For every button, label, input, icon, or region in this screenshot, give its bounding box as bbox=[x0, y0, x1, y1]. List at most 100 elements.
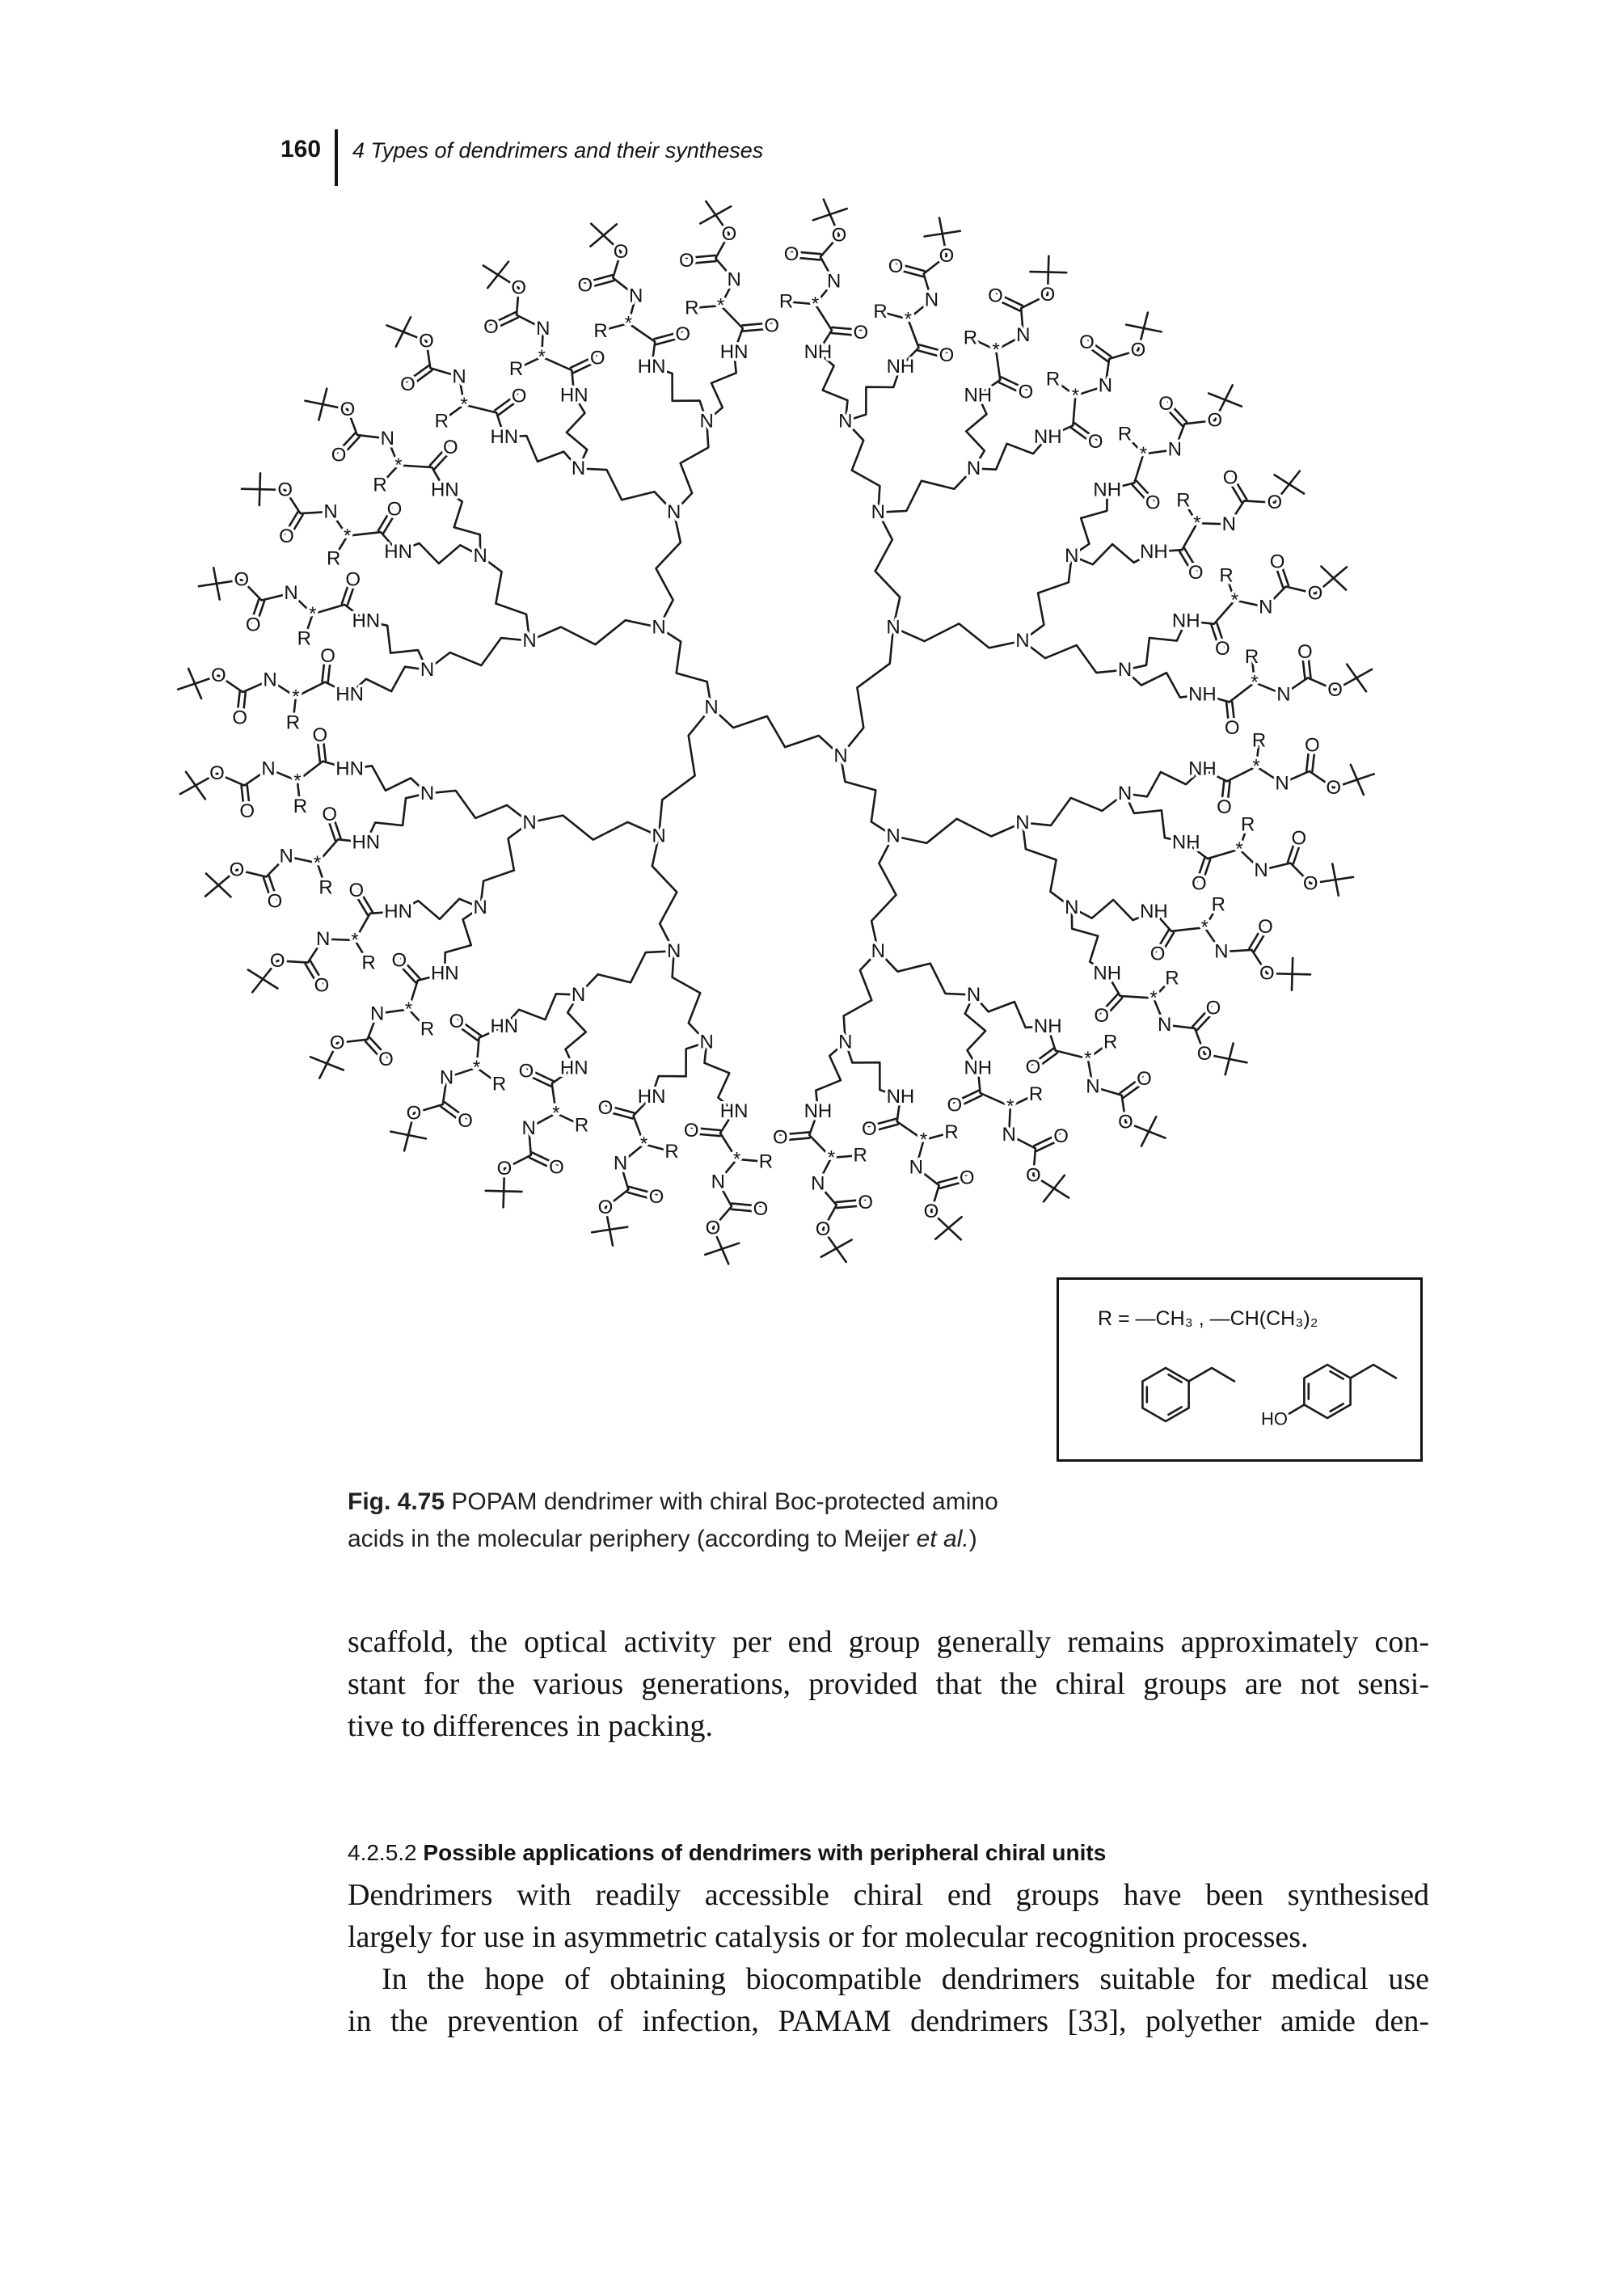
carbamate-n-label: N bbox=[452, 365, 466, 387]
tert-butyl-methyl-bond bbox=[179, 784, 197, 796]
amide-carbonyl-o-label: O bbox=[391, 949, 407, 971]
side-chain-bond bbox=[1238, 823, 1249, 851]
amide-nh-label: HN bbox=[638, 356, 666, 378]
side-chain-r-label: R bbox=[664, 1141, 678, 1163]
propylene-chain bbox=[1070, 898, 1155, 922]
amino-acid-backbone bbox=[261, 910, 399, 981]
ester-o-label: O bbox=[1197, 1043, 1213, 1065]
amide-carbonyl-double-bond bbox=[432, 448, 454, 471]
ester-o-label: O bbox=[924, 1201, 939, 1222]
tert-butyl-methyl-bond bbox=[720, 1242, 740, 1251]
amide-carbonyl-o-label: O bbox=[598, 1097, 614, 1119]
propylene-chain bbox=[564, 994, 588, 1070]
amide-carbonyl-double-bond bbox=[1074, 422, 1099, 441]
body-text-line: in the prevention of infection, PAMAM de… bbox=[348, 2004, 1429, 2038]
carbamate-carbonyl-double-bond bbox=[1226, 478, 1243, 504]
carbamate-n-label: N bbox=[1254, 859, 1268, 881]
amino-acid-backbone bbox=[1153, 483, 1291, 553]
tert-butyl-methyl-bond bbox=[215, 582, 221, 601]
tert-butyl-methyl-bond bbox=[714, 205, 732, 217]
side-chain-bond bbox=[1255, 739, 1260, 768]
propylene-chain bbox=[877, 949, 975, 996]
propylene-chain bbox=[972, 436, 1049, 471]
amino-acid-backbone bbox=[321, 403, 446, 492]
propylene-chain bbox=[651, 834, 678, 952]
carbamate-n-label: N bbox=[1276, 683, 1290, 705]
carbamate-carbonyl-double-bond bbox=[895, 262, 926, 272]
stereocenter-mark: * bbox=[1149, 987, 1157, 1009]
stereocenter-mark: * bbox=[461, 394, 468, 416]
tert-butyl-methyl-bond bbox=[820, 1247, 837, 1258]
carbamate-carbonyl-o-label: O bbox=[400, 374, 415, 395]
amide-carbonyl-double-bond bbox=[1216, 622, 1226, 649]
carbamate-carbonyl-o-label: O bbox=[1079, 331, 1095, 353]
carbamate-carbonyl-double-bond bbox=[1273, 561, 1284, 589]
tert-butyl-methyl-bond bbox=[486, 273, 500, 289]
benzyl-side-chain-structure bbox=[1141, 1366, 1236, 1423]
tert-butyl-methyl-bond bbox=[1052, 1174, 1066, 1190]
tertiary-amine-n-label: N bbox=[652, 825, 665, 847]
propylene-chain bbox=[397, 542, 482, 565]
page-number: 160 bbox=[281, 136, 322, 163]
ester-o-label: O bbox=[706, 1217, 721, 1239]
tert-butyl-methyl-bond bbox=[258, 488, 261, 507]
propylene-chain bbox=[972, 994, 1049, 1029]
carbamate-carbonyl-double-bond bbox=[1033, 1132, 1061, 1147]
tert-butyl-methyl-bond bbox=[496, 260, 510, 276]
tert-butyl-methyl-bond bbox=[1273, 474, 1291, 486]
tert-butyl-methyl-bond bbox=[482, 264, 500, 276]
tert-butyl-methyl-bond bbox=[407, 1133, 428, 1140]
amino-acid-backbone bbox=[896, 1095, 950, 1230]
ester-o-label: O bbox=[407, 1102, 422, 1124]
amide-carbonyl-double-bond bbox=[340, 577, 352, 606]
carbamate-carbonyl-double-bond bbox=[685, 260, 717, 265]
carbamate-n-label: N bbox=[1086, 1076, 1099, 1098]
carbamate-carbonyl-o-label: O bbox=[577, 275, 593, 297]
stereocenter-mark: * bbox=[920, 1129, 927, 1151]
amino-acid-backbone bbox=[326, 972, 446, 1065]
carbamate-n-label: N bbox=[1099, 375, 1112, 397]
amide-nh-label: HN bbox=[431, 479, 459, 500]
carbamate-carbonyl-o-label: O bbox=[1270, 551, 1285, 572]
ring-double-bond bbox=[1167, 1373, 1183, 1383]
amino-acid-backbone bbox=[711, 1110, 738, 1251]
side-chain-r-label: R bbox=[964, 327, 977, 348]
carbamate-carbonyl-double-bond bbox=[262, 876, 273, 904]
amide-nh-label: NH bbox=[1034, 1015, 1062, 1037]
amide-carbonyl-o-label: O bbox=[322, 804, 337, 825]
side-chain-r-label: R bbox=[492, 1074, 506, 1095]
tert-butyl-methyl-bond bbox=[386, 324, 405, 333]
carbamate-carbonyl-o-label: O bbox=[960, 1167, 975, 1188]
propylene-chain bbox=[657, 626, 713, 709]
amide-carbonyl-o-label: O bbox=[1192, 872, 1207, 894]
propylene-chain bbox=[426, 636, 531, 671]
stereocenter-mark: * bbox=[292, 686, 299, 707]
carbamate-carbonyl-double-bond bbox=[1119, 1075, 1144, 1095]
figure-label: Fig. 4.75 bbox=[348, 1488, 445, 1515]
carbamate-carbonyl-double-bond bbox=[1292, 838, 1303, 866]
carbamate-carbonyl-double-bond bbox=[893, 268, 924, 278]
propylene-chain bbox=[839, 754, 895, 838]
amide-carbonyl-double-bond bbox=[325, 814, 337, 842]
bonds-layer bbox=[176, 198, 1376, 1265]
ring-double-bond bbox=[1329, 1403, 1345, 1413]
ester-o-label: O bbox=[330, 1032, 345, 1054]
amino-acid-backbone bbox=[502, 1066, 576, 1192]
side-chain-bond bbox=[879, 310, 909, 321]
tert-butyl-methyl-bond bbox=[589, 222, 605, 237]
ester-o-label: O bbox=[1267, 492, 1282, 513]
side-chain-r-label: R bbox=[1241, 813, 1255, 835]
tert-butyl-methyl-bond bbox=[602, 223, 618, 237]
tert-butyl-methyl-bond bbox=[204, 884, 220, 897]
tert-butyl-methyl-bond bbox=[822, 198, 832, 216]
propylene-chain bbox=[503, 992, 580, 1028]
amide-carbonyl-double-bond bbox=[1154, 928, 1171, 954]
ester-o-label: O bbox=[270, 950, 285, 972]
ester-o-label: O bbox=[598, 1197, 614, 1218]
amide-carbonyl-double-bond bbox=[652, 330, 684, 340]
amino-acid-backbone bbox=[1201, 677, 1358, 703]
propylene-chain bbox=[839, 626, 895, 758]
amide-carbonyl-double-bond bbox=[322, 733, 327, 762]
carbamate-carbonyl-double-bond bbox=[626, 1191, 657, 1201]
amide-nh-label: NH bbox=[1140, 541, 1168, 563]
